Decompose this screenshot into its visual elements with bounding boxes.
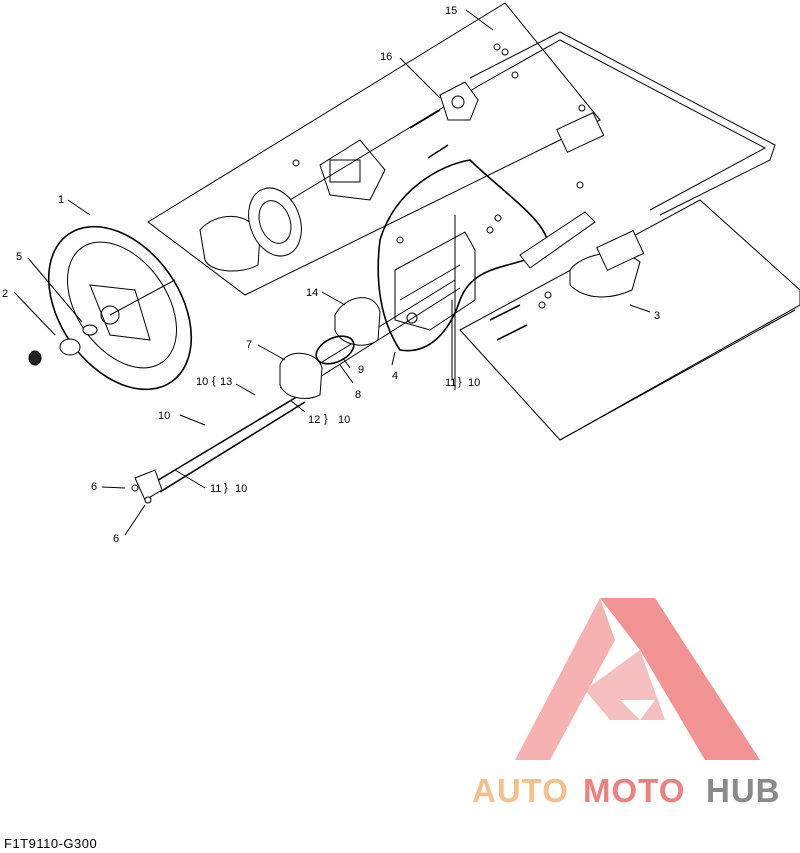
callout-3: 3 <box>654 310 660 322</box>
universal-joint <box>134 469 163 501</box>
nut <box>59 338 81 356</box>
bushing <box>279 352 323 399</box>
steering-wheel <box>47 225 193 391</box>
callout-7: 7 <box>246 339 252 351</box>
callout-16: 16 <box>380 51 392 63</box>
lower-shaft <box>149 394 301 486</box>
callout-group-10c: 10 <box>468 377 480 389</box>
callout-14: 14 <box>306 287 318 299</box>
callout-10: 10 <box>158 410 170 422</box>
throttle-assembly <box>569 252 641 298</box>
callout-4: 4 <box>392 370 398 382</box>
boot <box>334 297 381 346</box>
callout-15: 15 <box>445 5 457 17</box>
callout-group-11: 11 <box>445 377 456 389</box>
callout-group-10: 10 <box>196 376 208 388</box>
washer <box>28 350 42 366</box>
drawing-code: F1T9110-G300 <box>4 836 98 851</box>
svg-text:{: { <box>212 375 216 387</box>
svg-text:}: } <box>324 413 328 425</box>
callout-8: 8 <box>355 389 361 401</box>
callout-2: 2 <box>2 288 8 300</box>
callout-6b: 6 <box>113 533 119 545</box>
callout-group-13: 13 <box>220 376 232 388</box>
svg-text:}: } <box>224 482 228 494</box>
callout-1: 1 <box>58 194 64 206</box>
callout-group-10d: 10 <box>235 483 247 495</box>
clamp <box>315 335 355 365</box>
callout-5: 5 <box>16 251 22 263</box>
callout-group-10b: 10 <box>338 414 350 426</box>
callout-group-11b: 11 <box>210 483 221 495</box>
svg-text:}: } <box>458 376 462 388</box>
right-group-frame <box>459 199 800 441</box>
bolts <box>292 43 586 341</box>
cable-loop <box>469 31 776 216</box>
callout-6a: 6 <box>91 481 97 493</box>
callout-group-12: 12 <box>308 414 320 426</box>
leader-lines <box>13 9 651 536</box>
dashboard-panel <box>377 159 549 352</box>
callout-9: 9 <box>358 364 364 376</box>
